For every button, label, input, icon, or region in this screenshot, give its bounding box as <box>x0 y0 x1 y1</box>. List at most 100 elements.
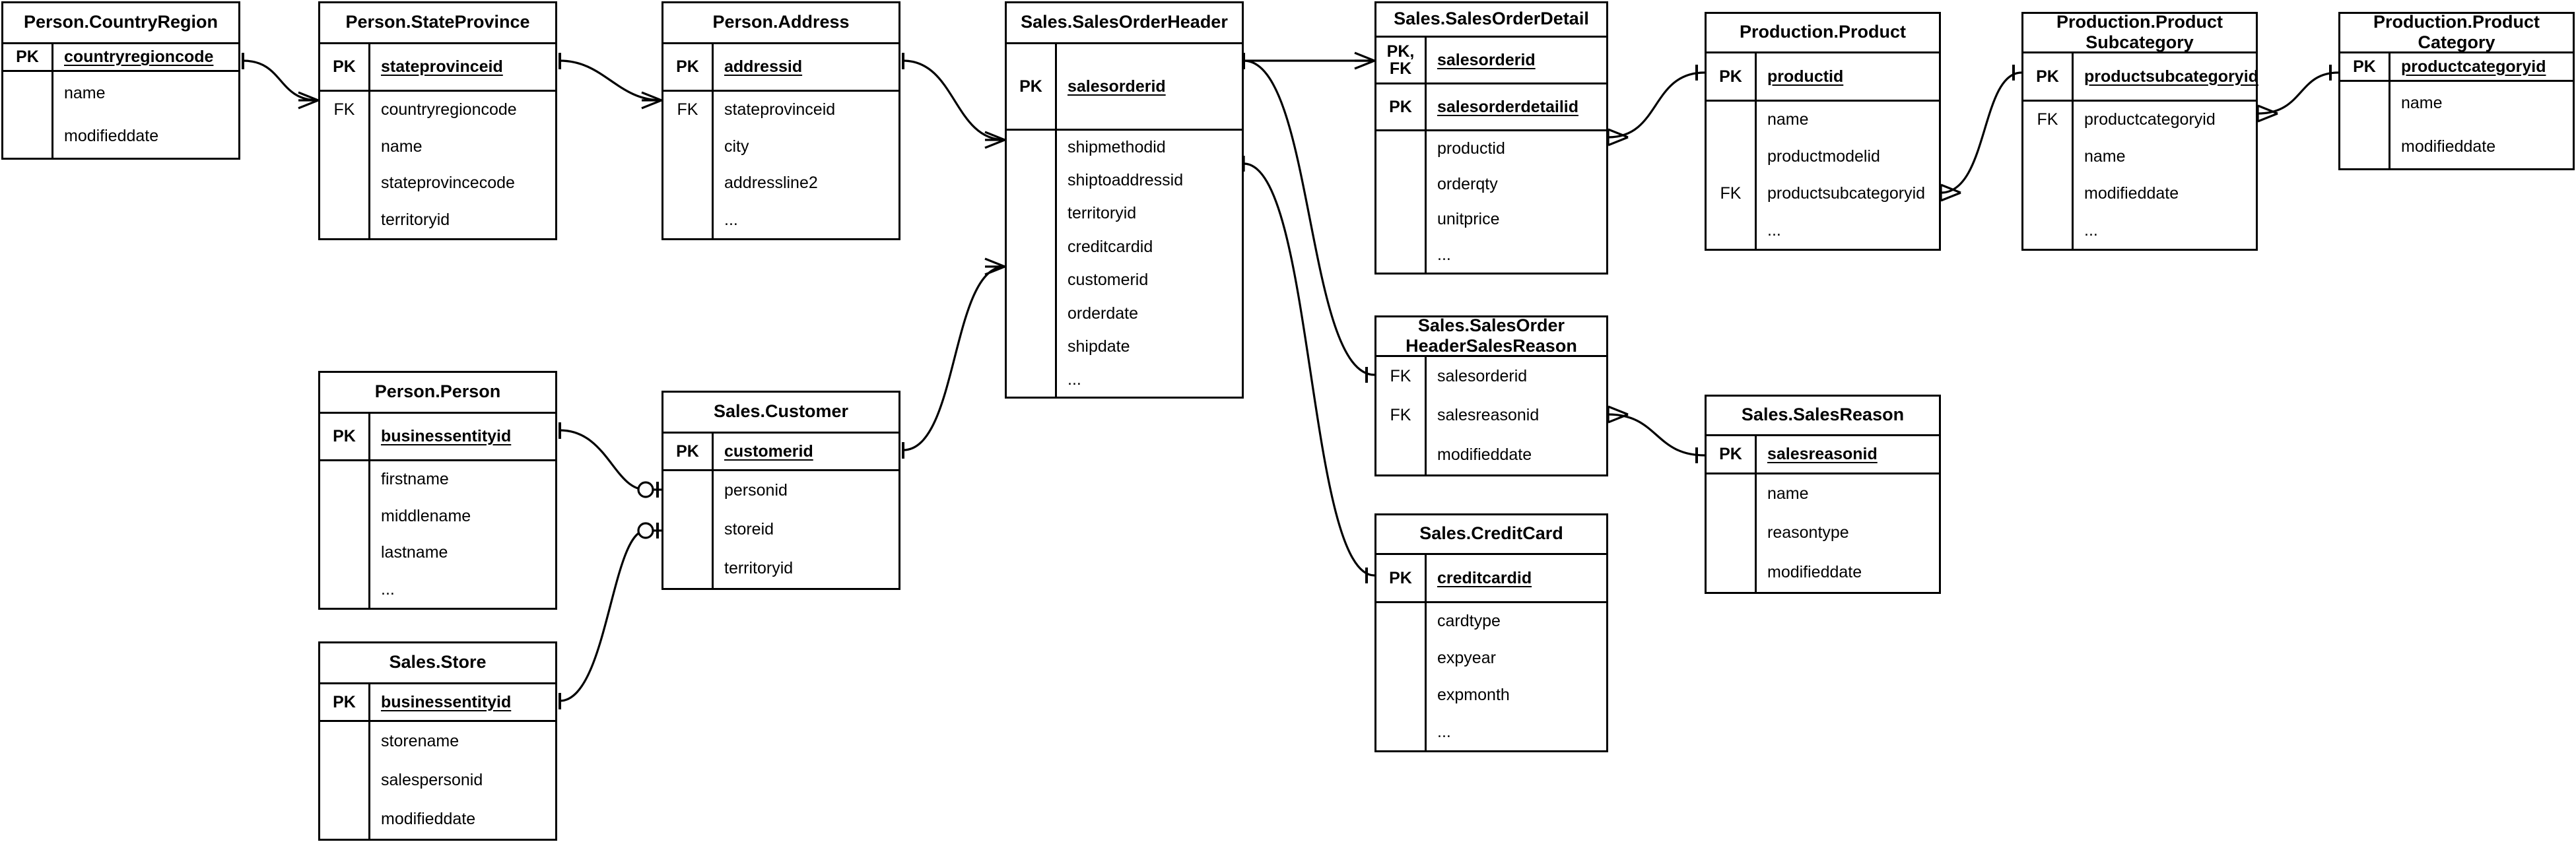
attribute-key-marker: FK <box>1390 367 1411 386</box>
attribute-name: modifieddate <box>1437 445 1532 464</box>
attribute-key-marker <box>1376 131 1425 167</box>
edge-salesorderheader-salesreasonlink <box>1243 59 1375 376</box>
key-marker: PK <box>1707 436 1757 472</box>
attribute-key-marker <box>1007 297 1055 330</box>
attribute-name: name <box>2401 94 2443 113</box>
attribute-key-marker <box>1376 202 1425 238</box>
attribute-key-marker <box>1007 330 1055 363</box>
key-attribute-name: countryregioncode <box>64 48 214 66</box>
attribute-name: territoryid <box>724 559 794 577</box>
attribute-key-marker <box>1007 230 1055 263</box>
edge-product-productsubcategory <box>1940 71 2022 194</box>
attribute-name: ... <box>2084 220 2098 240</box>
attribute-key-marker <box>663 510 712 549</box>
attribute-name: territoryid <box>381 210 450 229</box>
attribute-name: storename <box>381 732 459 750</box>
entity-title: Sales.Customer <box>663 393 898 434</box>
attribute-name: productcategoryid <box>2084 110 2216 129</box>
attribute-key-marker <box>320 571 368 608</box>
entity-title: Production.Product <box>1707 14 1939 53</box>
attribute-name: productmodelid <box>1767 147 1880 166</box>
attribute-key-marker <box>1007 264 1055 297</box>
attribute-name: addressline2 <box>724 174 818 193</box>
key-marker: PK <box>663 434 714 469</box>
attribute-key-marker <box>1707 513 1755 552</box>
attribute-name: ... <box>381 579 395 599</box>
attribute-name: storeid <box>724 520 774 538</box>
key-attribute-name: productsubcategoryid <box>2084 67 2258 86</box>
key-attribute-name: salesorderdetailid <box>1437 97 1578 116</box>
attribute-name: modifieddate <box>2401 137 2496 156</box>
entity-title: Person.CountryRegion <box>3 3 238 44</box>
edge-productsubcategory-productcategory <box>2257 71 2339 115</box>
attribute-name: cardtype <box>1437 612 1501 631</box>
attribute-name: name <box>1767 110 1809 129</box>
attribute-key-marker <box>2023 176 2072 212</box>
key-marker: PK <box>1707 53 1757 100</box>
attribute-name: modifieddate <box>64 127 159 145</box>
attribute-key-marker <box>1707 139 1755 176</box>
attribute-key-marker <box>1376 677 1425 714</box>
attribute-key-marker <box>1376 640 1425 677</box>
key-marker: PK <box>320 684 370 720</box>
attribute-name: creditcardid <box>1068 237 1153 256</box>
attribute-key-marker <box>663 165 712 202</box>
key-attribute-name: creditcardid <box>1437 568 1532 587</box>
attribute-key-marker <box>320 761 368 800</box>
entity-title: Person.StateProvince <box>320 3 555 44</box>
attribute-key-marker <box>1007 131 1055 164</box>
attribute-list: name modifieddate <box>3 72 238 158</box>
attribute-name: shiptoaddressid <box>1068 171 1184 190</box>
attribute-key-marker <box>3 115 51 158</box>
entity-title: Sales.CreditCard <box>1376 515 1606 555</box>
attribute-name: name <box>64 84 106 102</box>
attribute-name: orderdate <box>1068 304 1139 323</box>
attribute-name: modifieddate <box>381 810 476 828</box>
attribute-key-marker <box>1007 164 1055 197</box>
attribute-name: shipmethodid <box>1068 137 1166 156</box>
attribute-name: expmonth <box>1437 685 1510 704</box>
key-marker: PK <box>320 414 370 459</box>
edge-countryregion-stateprovince <box>242 59 319 102</box>
attribute-key-marker <box>320 498 368 535</box>
attribute-key-marker: FK <box>1720 183 1742 203</box>
entity-title-line: Production.Product <box>2373 11 2540 32</box>
entity-title-line: HeaderSalesReason <box>1406 336 1577 356</box>
key-attribute-name: businessentityid <box>381 427 512 445</box>
entity-title-line: Sales.SalesOrder <box>1417 315 1565 335</box>
edge-person-customer <box>559 429 646 491</box>
attribute-key-marker: FK <box>1390 406 1411 425</box>
entity-title: Person.Address <box>663 3 898 44</box>
key-attribute-name: businessentityid <box>381 692 512 711</box>
attribute-name: expyear <box>1437 649 1496 668</box>
